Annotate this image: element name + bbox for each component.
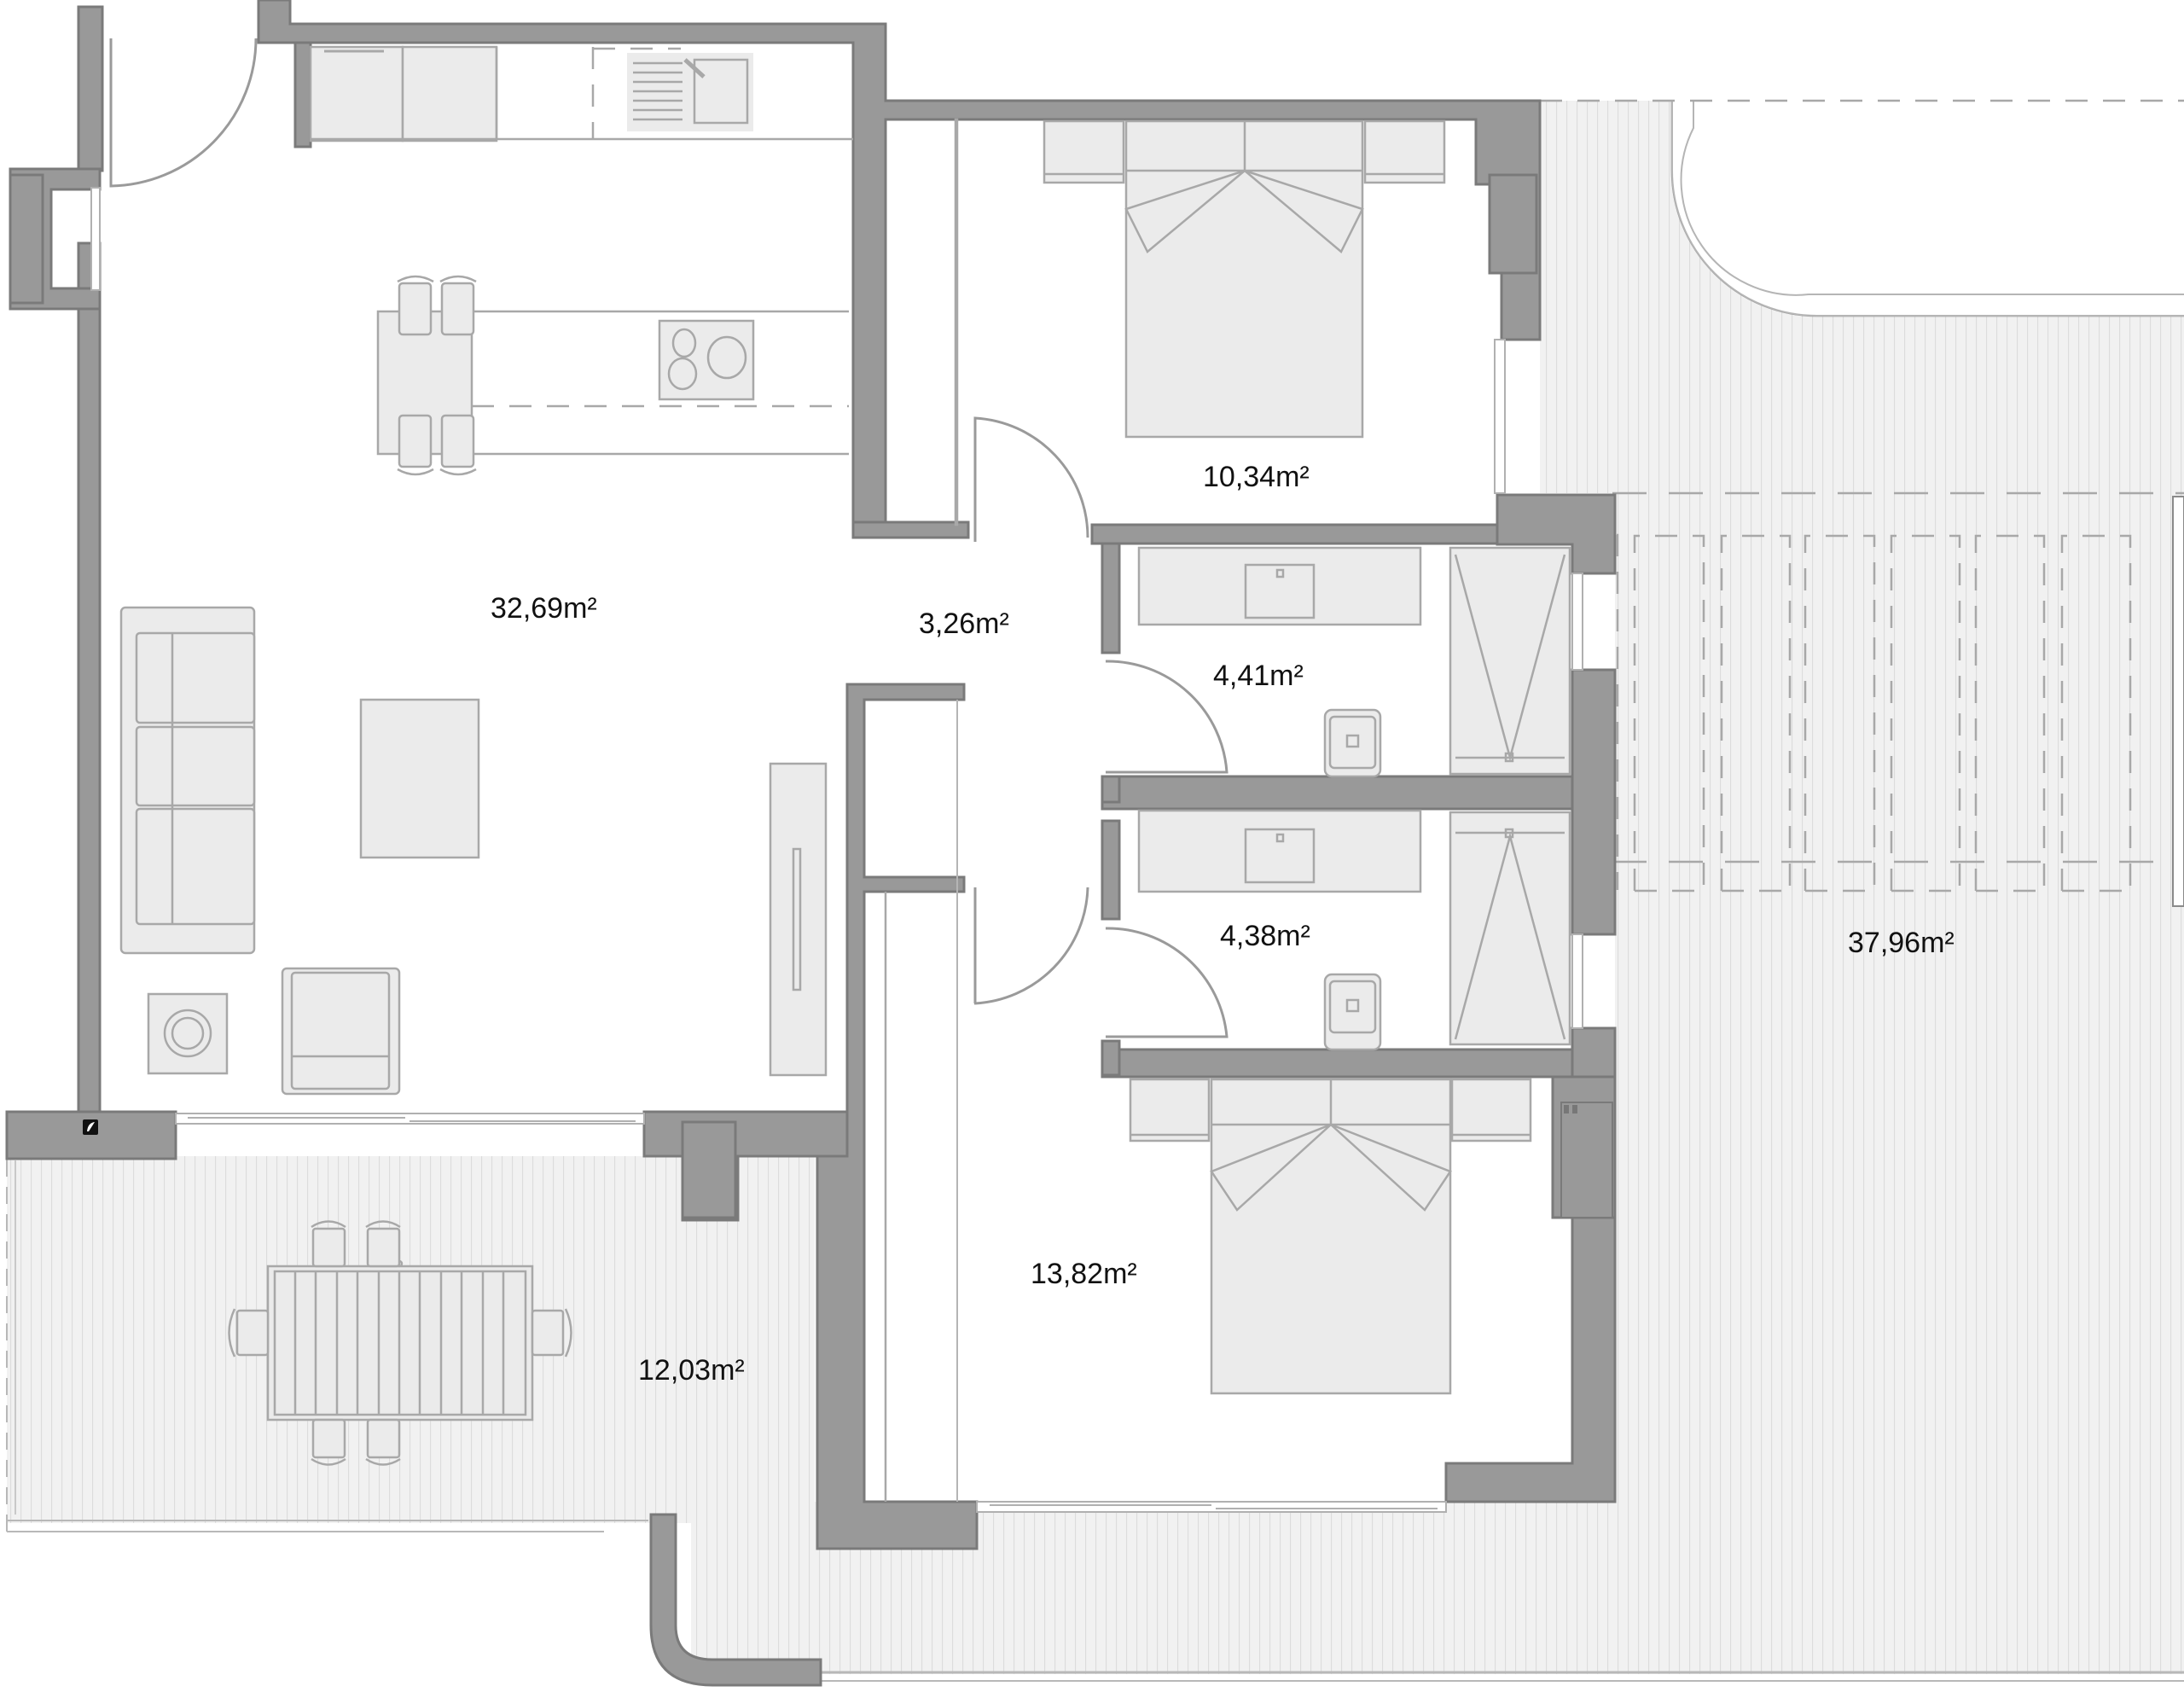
area-label-terrace-small: 12,03m² [638,1354,745,1387]
area-labels: 32,69m² 3,26m² 10,34m² 4,41m² 4,38m² 13,… [491,461,1955,1387]
bathroom-1-furniture [1137,546,1571,778]
planter [1540,99,2184,317]
bar-stools [397,275,477,476]
area-label-terrace-large: 37,96m² [1848,927,1955,959]
bedroom-2-furniture [884,700,1532,1502]
area-label-bathroom-2: 4,38m² [1220,920,1310,952]
bedroom-2-door-swing [973,887,1089,1005]
windows [90,187,1583,1513]
kitchen-units [309,45,853,476]
terrace-edges [6,1158,2184,1682]
bathroom-2-furniture [1137,809,1571,1051]
sun-loungers [1612,491,2184,907]
double-bed [1210,1078,1452,1395]
shower-drain-icon [1504,752,1514,763]
coffee-table [359,698,480,859]
terrace-dining-set [228,1220,572,1466]
area-label-bedroom-1: 10,34m² [1203,461,1310,493]
bathroom-1-door-swing [1105,660,1228,774]
area-label-living: 32,69m² [491,592,597,625]
entrance-door-swing [109,38,258,188]
bathroom-2-door-swing [1105,927,1228,1038]
hob-icon [658,319,755,401]
wardrobe-detail [1560,1102,1613,1218]
side-table-lamp [147,992,229,1075]
double-bed [1124,119,1364,439]
living-furniture [119,606,828,1096]
armchair [281,967,401,1096]
doors [109,38,1228,1038]
sofa [119,606,256,955]
bedroom-1-door-swing [973,416,1089,542]
area-label-bathroom-1: 4,41m² [1213,660,1304,692]
walls [5,0,1617,1687]
sensor-icon [83,1119,98,1135]
area-label-hallway: 3,26m² [919,608,1009,640]
sink-icon [627,53,753,131]
bedroom-1-furniture [954,118,1446,526]
area-label-bedroom-2: 13,82m² [1031,1258,1137,1290]
tv-unit [769,762,828,1077]
